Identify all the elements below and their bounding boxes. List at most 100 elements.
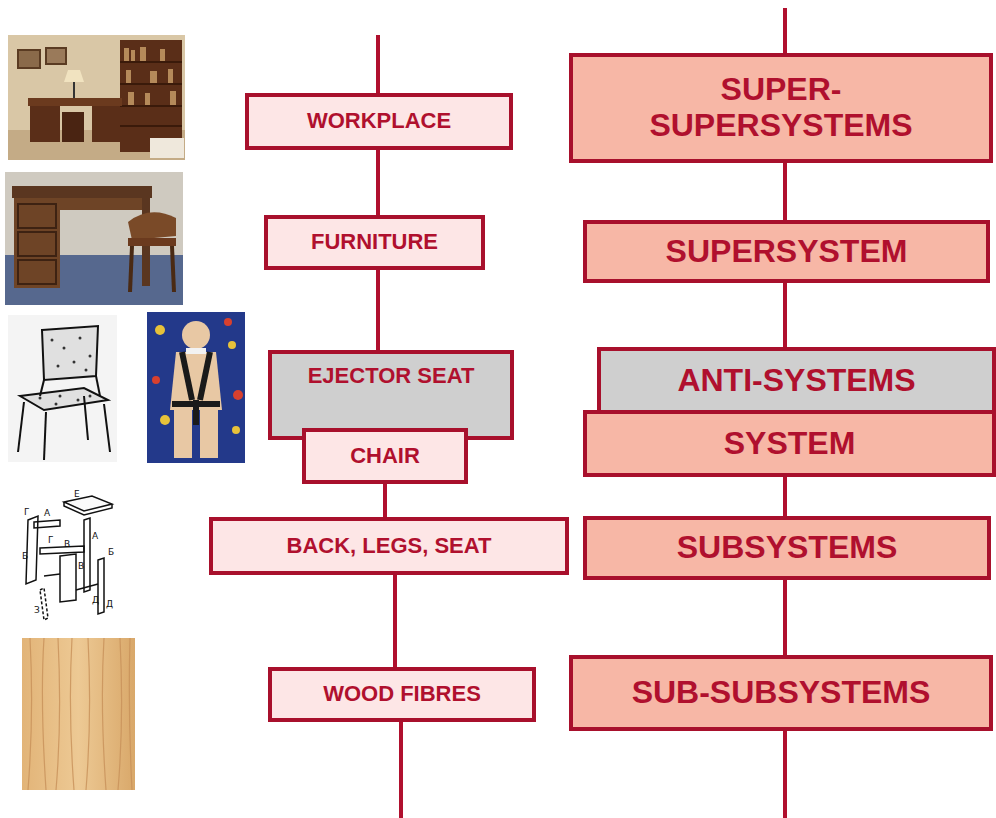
child-seat-photo-part-part <box>224 318 232 326</box>
level-label: SUPERSYSTEM <box>666 234 908 270</box>
exploded-chair-drawing-part <box>40 546 84 554</box>
column-line-part <box>783 8 787 53</box>
desk-photo <box>5 172 183 305</box>
office-photo-part <box>64 70 84 82</box>
chair-drawing-part <box>20 388 108 410</box>
office-photo-part <box>18 50 40 68</box>
part-letter: Б <box>108 548 114 557</box>
level-label: SUPER- SUPERSYSTEMS <box>631 72 931 144</box>
desk-photo-part <box>128 238 176 246</box>
level-name-box: SUPER- SUPERSYSTEMS <box>569 53 993 163</box>
desk-photo-part <box>60 198 150 210</box>
wood-photo-part-part <box>118 638 122 790</box>
level-name-box: SUB-SUBSYSTEMS <box>569 655 993 731</box>
wood-photo-part-part <box>70 638 74 790</box>
hierarchy-line <box>783 283 787 347</box>
child-seat-photo-part-part <box>228 341 236 349</box>
office-photo-part-part <box>120 105 182 107</box>
child-seat-photo-part <box>182 321 210 349</box>
child-seat-photo-part-part <box>160 415 170 425</box>
chair-drawing-part-part <box>77 399 80 402</box>
wood-photo-part <box>22 638 135 790</box>
level-name-box: SUBSYSTEMS <box>583 516 991 580</box>
wood-photo-part-part <box>129 638 132 790</box>
chair-drawing-part <box>84 396 88 440</box>
column-line-part <box>783 731 787 818</box>
office-photo-part <box>8 35 185 160</box>
wood-photo-part <box>28 638 132 790</box>
part-letter: Б <box>22 552 28 561</box>
chair-drawing-part-part <box>51 339 54 342</box>
part-letter: А <box>44 509 50 518</box>
part-letter: В <box>78 562 84 571</box>
child-seat-photo-part-part <box>152 376 160 384</box>
exploded-chair-drawing-part <box>40 588 48 620</box>
level-label: SUBSYSTEMS <box>677 530 897 566</box>
level-box: WORKPLACE <box>245 93 513 150</box>
child-seat-photo-part-part <box>233 390 243 400</box>
level-label: ANTI-SYSTEMS <box>677 363 915 399</box>
hierarchy-line <box>376 270 380 350</box>
part-letter: Д <box>92 596 99 605</box>
level-box: CHAIR <box>302 428 468 484</box>
desk-photo-part-part <box>130 246 132 292</box>
chair-drawing-part-part <box>73 361 76 364</box>
desk-photo-part <box>14 198 60 288</box>
desk-photo-part-part <box>18 204 56 228</box>
desk-photo-part <box>128 212 176 240</box>
level-box: BACK, LEGS, SEAT <box>209 517 569 575</box>
wood-photo-part-part <box>28 638 32 790</box>
level-label: FURNITURE <box>311 230 438 255</box>
office-photo-part-part <box>126 70 131 83</box>
office-photo-part <box>150 138 184 158</box>
level-box: WOOD FIBRES <box>268 667 536 722</box>
chair-drawing-part-part <box>39 397 42 400</box>
exploded-chair-drawing-part <box>76 584 98 590</box>
office-photo-part-part <box>131 50 135 61</box>
hierarchy-line <box>376 150 380 215</box>
level-box: FURNITURE <box>264 215 485 270</box>
level-label: EJECTOR SEAT <box>308 364 475 389</box>
child-seat-photo-part-part <box>193 400 199 425</box>
part-letter: Е <box>74 490 80 499</box>
level-name-box: SYSTEM <box>583 410 996 477</box>
office-photo-part-part <box>150 71 157 83</box>
column-line-part <box>376 35 380 93</box>
chair-drawing-part-part <box>89 395 92 398</box>
office-photo <box>8 35 185 160</box>
chair-drawing-part <box>104 404 110 452</box>
part-letter: Г <box>48 536 54 545</box>
chair-drawing-part <box>42 326 98 380</box>
part-letter: А <box>92 532 98 541</box>
exploded-chair-drawing-part <box>98 558 104 614</box>
exploded-chair-drawing <box>26 496 112 620</box>
chair-drawing-part-part <box>59 395 62 398</box>
desk-photo-part-part <box>18 260 56 284</box>
level-label: SYSTEM <box>724 426 856 462</box>
child-seat-photo <box>147 312 245 463</box>
level-label: SUB-SUBSYSTEMS <box>632 675 931 711</box>
part-letter: Г <box>24 508 30 517</box>
office-photo-part <box>124 47 176 105</box>
anti-system-box: ANTI-SYSTEMS <box>597 347 996 415</box>
desk-photo-part <box>12 186 152 198</box>
chair-drawing-part-part <box>55 403 58 406</box>
anti-system-box: EJECTOR SEAT <box>268 350 514 440</box>
office-photo-part-part <box>124 48 129 61</box>
desk-photo-part-part <box>18 232 56 256</box>
exploded-chair-drawing-part <box>34 520 60 528</box>
office-photo-part <box>120 40 182 152</box>
office-photo-part-part <box>120 125 182 127</box>
level-label: BACK, LEGS, SEAT <box>287 534 492 559</box>
part-letter: З <box>34 606 40 615</box>
office-photo-part-part <box>145 93 150 105</box>
exploded-chair-drawing-part <box>64 502 112 515</box>
office-photo-part-part <box>120 83 182 85</box>
hierarchy-line <box>783 580 787 655</box>
chair-drawing-part <box>8 315 117 462</box>
desk-photo-part-part <box>172 246 174 292</box>
hierarchy-line <box>383 484 387 517</box>
office-photo-part <box>30 106 60 142</box>
chair-drawing-part <box>44 412 46 460</box>
